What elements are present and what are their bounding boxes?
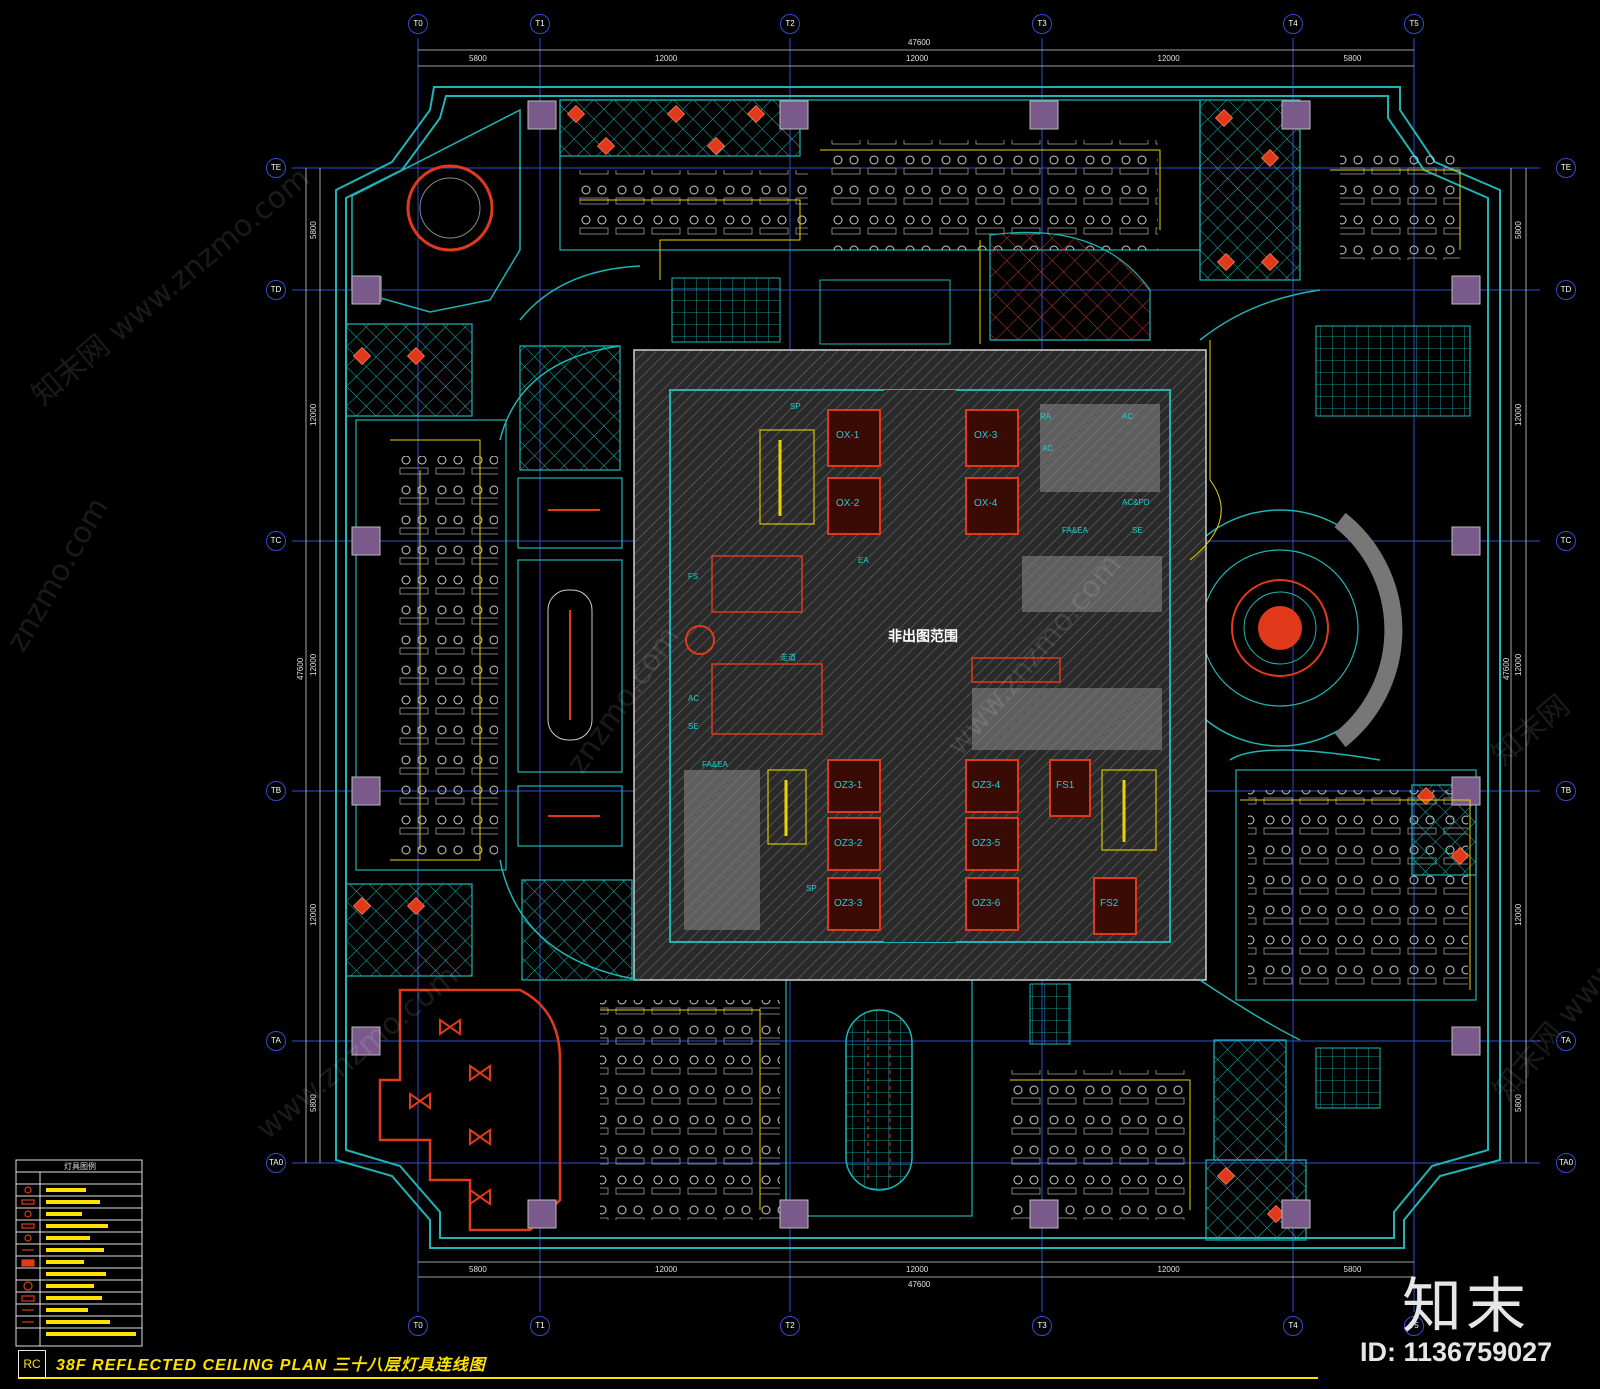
grid-bubble-ta0-right: TA0: [1556, 1153, 1576, 1173]
grid-bubble-te-left: TE: [266, 158, 286, 178]
grid-rooms: [671, 277, 1471, 1109]
dimension-right-segment: 12000: [1514, 903, 1523, 926]
core-small-label: SE: [688, 722, 699, 731]
grid-bubble-t3-top: T3: [1032, 14, 1052, 34]
grid-bubble-tc-left: TC: [266, 531, 286, 551]
legend-table: [15, 1159, 143, 1347]
grid-bubble-t4-bottom: T4: [1283, 1316, 1303, 1336]
dimension-top-segment: 12000: [1157, 54, 1180, 63]
core-small-label: AC&PD: [1122, 498, 1150, 507]
dimension-bottom-segment: 12000: [1157, 1265, 1180, 1274]
dimension-right-total: 47600: [1502, 657, 1511, 680]
core-room-label: OX-2: [836, 498, 860, 509]
circuit-wiring: [390, 149, 1471, 1210]
legend-header: 灯具图例: [64, 1162, 96, 1171]
core-small-label: AC: [1042, 444, 1054, 453]
perimeter-zones: [355, 99, 1477, 1220]
grid-bubble-td-right: TD: [1556, 280, 1576, 300]
dimension-top-segment: 12000: [906, 54, 929, 63]
core-room-label: FS2: [1100, 898, 1119, 909]
grid-bubble-t2-top: T2: [780, 14, 800, 34]
grid-bubble-t2-bottom: T2: [780, 1316, 800, 1336]
core-small-label: SP: [790, 402, 801, 411]
core-small-label: EA: [858, 556, 869, 565]
dimension-right-segment: 5800: [1514, 221, 1523, 239]
grid-bubble-tb-left: TB: [266, 781, 286, 801]
corridor-curves: [499, 265, 1381, 1041]
core-small-label: FA&EA: [1062, 526, 1088, 535]
dimension-top-segment: 5800: [1343, 54, 1362, 63]
core-room-label: OZ3-5: [972, 838, 1001, 849]
grid-bubble-ta0-left: TA0: [266, 1153, 286, 1173]
core-room-label: OZ3-1: [834, 780, 863, 791]
dimension-left-segment: 12000: [309, 903, 318, 926]
grid-bubble-t0-top: T0: [408, 14, 428, 34]
dimension-top-segment: 5800: [469, 54, 487, 63]
bottom-center-feature: [785, 979, 973, 1217]
dimension-bottom-segment: 5800: [1343, 1265, 1362, 1274]
core-small-label: FS: [688, 572, 699, 581]
dimension-right-segment: 12000: [1514, 653, 1523, 676]
image-id-label: ID: 1136759027: [1360, 1337, 1553, 1367]
drawing-title: 38F REFLECTED CEILING PLAN 三十八层灯具连线图: [56, 1357, 486, 1374]
core-room-label: OZ3-3: [834, 898, 863, 909]
grid-bubble-t3-bottom: T3: [1032, 1316, 1052, 1336]
core-small-label: AC: [688, 694, 700, 703]
dimension-right-segment: 12000: [1514, 403, 1523, 426]
grid-bubble-ta-right: TA: [1556, 1031, 1576, 1051]
core-small-label: RA: [1040, 412, 1052, 421]
feature-fixtures: [352, 104, 1470, 1224]
core-room-label: OZ3-6: [972, 898, 1001, 909]
dimension-left-segment: 5800: [309, 221, 318, 239]
title-underline: [18, 1377, 1318, 1379]
structural-columns: [351, 100, 1481, 1229]
dimension-bottom-total: 47600: [908, 1280, 931, 1289]
core-room-label: FS1: [1056, 780, 1075, 791]
grid-bubble-t1-bottom: T1: [530, 1316, 550, 1336]
core-small-label: FA&EA: [702, 760, 728, 769]
core-small-label: SP: [806, 884, 817, 893]
dimension-left-segment: 12000: [309, 653, 318, 676]
grid-bubble-t0-bottom: T0: [408, 1316, 428, 1336]
grid-bubble-t4-top: T4: [1283, 14, 1303, 34]
grid-bubble-t5-top: T5: [1404, 14, 1424, 34]
core-small-label: AC: [1122, 412, 1134, 421]
out-of-scope-label: 非出图范围: [888, 628, 958, 644]
core-room-label: OZ3-4: [972, 780, 1001, 791]
dimension-top-segment: 12000: [655, 54, 678, 63]
grid-bubble-t5-bottom: T5: [1404, 1316, 1424, 1336]
dimension-lines: [305, 49, 1527, 1278]
reception-round-feature: [1161, 509, 1403, 748]
dimension-left-segment: 12000: [309, 403, 318, 426]
core-small-label: SE: [1132, 526, 1143, 535]
building-core: [633, 349, 1207, 981]
core-room-label: OX-4: [974, 498, 998, 509]
left-boardroom: [517, 477, 623, 847]
dimension-top-total: 47600: [908, 38, 931, 47]
legend-symbols: [21, 1186, 35, 1323]
core-small-label: 走道: [780, 653, 796, 662]
brand-logo: 知末: [1402, 1272, 1530, 1342]
legend-bars: [46, 1188, 136, 1336]
dimension-bottom-segment: 5800: [469, 1265, 487, 1274]
grid-bubble-td-left: TD: [266, 280, 286, 300]
dimension-bottom-segment: 12000: [655, 1265, 678, 1274]
core-room-label: OZ3-2: [834, 838, 863, 849]
grid-bubble-tb-right: TB: [1556, 781, 1576, 801]
grid-bubble-te-right: TE: [1556, 158, 1576, 178]
dimension-bottom-segment: 12000: [906, 1265, 929, 1274]
grid-bubble-t1-top: T1: [530, 14, 550, 34]
core-room-label: OX-1: [836, 430, 860, 441]
grid-bubble-ta-left: TA: [266, 1031, 286, 1051]
title-code: RC: [18, 1350, 46, 1378]
core-room-label: OX-3: [974, 430, 998, 441]
lattice-ceilings: [345, 99, 1477, 1241]
lower-left-room: [378, 988, 562, 1232]
grid-bubble-tc-right: TC: [1556, 531, 1576, 551]
dimension-left-total: 47600: [296, 657, 305, 680]
